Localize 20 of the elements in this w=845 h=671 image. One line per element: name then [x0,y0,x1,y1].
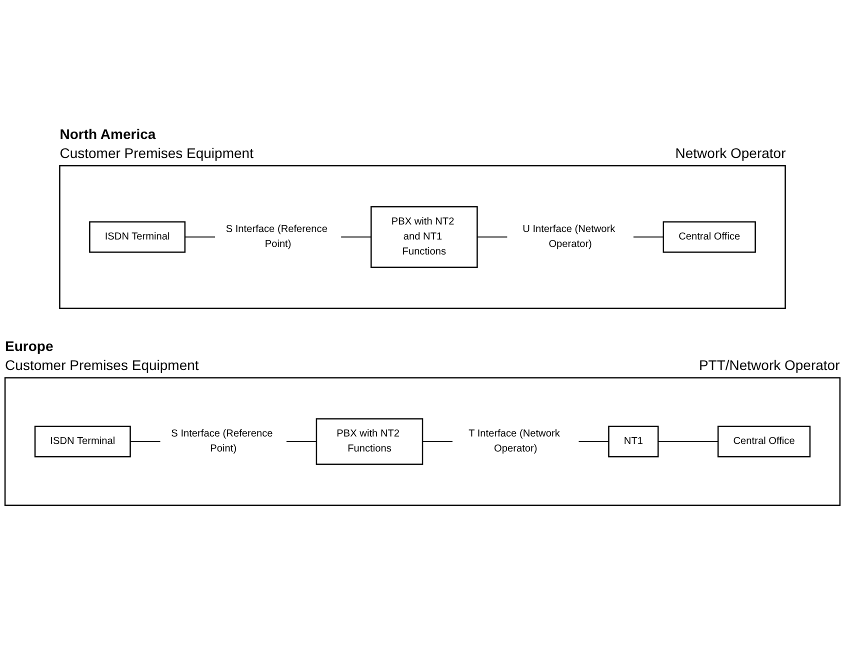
node-box: Central Office [662,221,756,253]
section-heading: North America [60,126,156,142]
edge-label: U Interface (Network Operator) [522,224,616,250]
region-label: Network Operator [675,144,786,161]
cluster [59,165,786,309]
connector [658,441,719,442]
node-box: ISDN Terminal [34,426,131,458]
region-label: PTT/Network Operator [698,356,840,373]
cluster [4,377,841,506]
edge-label: S Interface (Reference Point) [226,224,328,250]
node-box: PBX with NT2 Functions [316,418,424,465]
node-box: ISDN Terminal [89,221,186,253]
edge-label: S Interface (Reference Point) [171,428,273,454]
section-heading: Europe [5,338,54,354]
node-box: Central Office [717,426,811,458]
region-label: Customer Premises Equipment [5,356,199,373]
edge-label: T Interface (Network Operator) [468,428,560,454]
region-label: Customer Premises Equipment [60,144,254,161]
node-box: NT1 [608,426,659,458]
node-box: PBX with NT2 and NT1 Functions [370,206,478,268]
